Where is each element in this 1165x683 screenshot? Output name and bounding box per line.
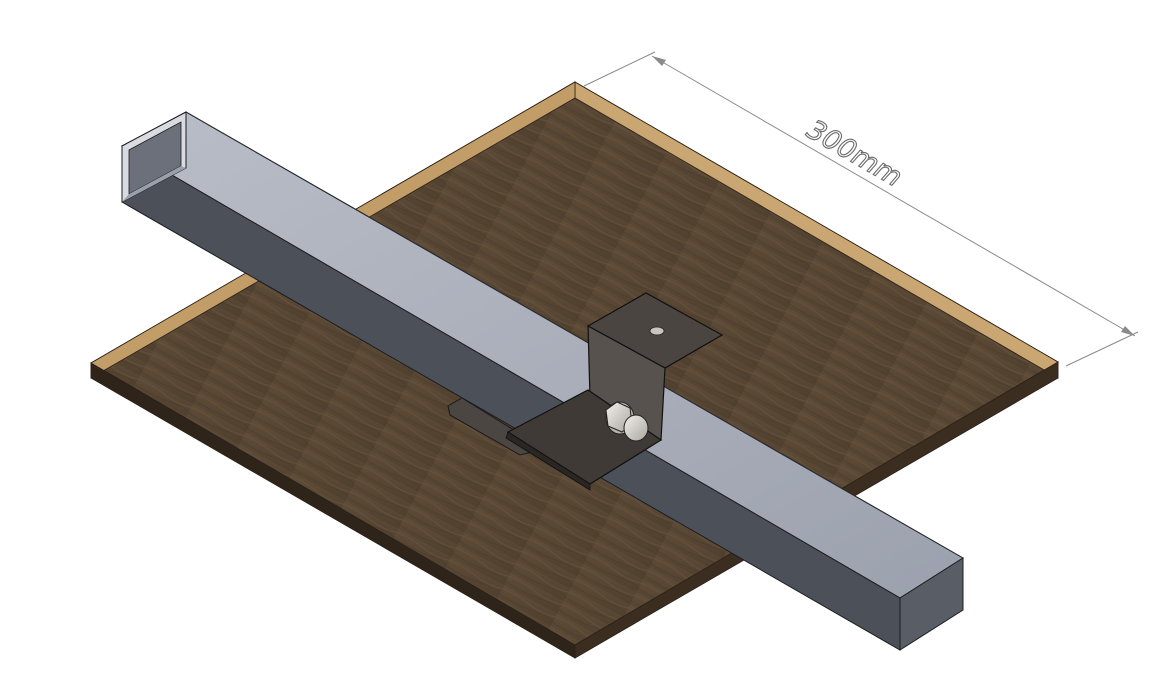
tube-end-face-right <box>899 557 964 651</box>
bracket-lower-lip <box>505 431 591 491</box>
dimension-extension-line-bottom <box>1065 331 1139 367</box>
tube-inner-floor <box>122 166 186 202</box>
bracket-hole <box>649 326 665 336</box>
square-tube <box>120 111 964 651</box>
dimension-arrow-start <box>652 56 666 66</box>
bolt-end <box>623 414 649 442</box>
bracket <box>505 292 724 491</box>
dimension-label: 300mm <box>801 114 907 193</box>
board-front-left-bottom <box>90 362 576 659</box>
dimension-line <box>651 55 1136 337</box>
bolt <box>605 401 649 442</box>
tube-edge-highlight <box>185 111 964 559</box>
dimension-arrow-end <box>1121 326 1135 336</box>
dimension-extension-line-top <box>583 51 656 87</box>
